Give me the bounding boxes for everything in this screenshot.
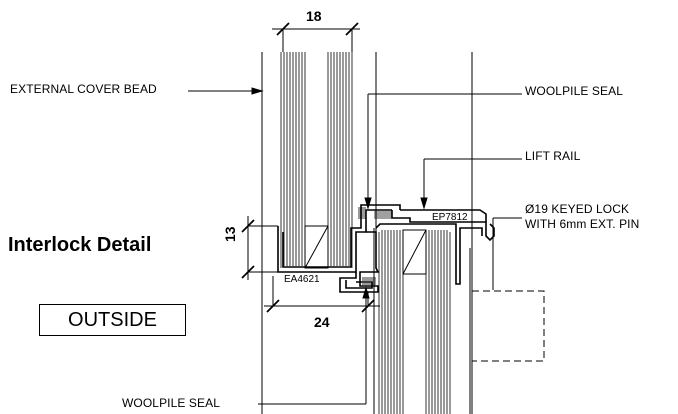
dimension-label-top: 18 bbox=[306, 8, 322, 24]
leader-lift-rail bbox=[420, 158, 522, 210]
leader-external-cover-bead bbox=[188, 87, 264, 95]
sliding-sash-profile bbox=[375, 209, 495, 285]
leader-keyed-lock bbox=[492, 217, 522, 290]
dimension-bottom-24 bbox=[264, 276, 380, 313]
woolpile-seal-top-brush bbox=[358, 207, 392, 219]
dimension-label-bottom: 24 bbox=[314, 314, 330, 330]
sliding-spacer-box bbox=[402, 229, 427, 275]
dimension-label-side: 13 bbox=[222, 226, 238, 242]
label-keyed-lock-line2: WITH 6mm EXT. PIN bbox=[525, 217, 640, 231]
keyed-lock-dashed-box bbox=[471, 290, 545, 362]
sliding-glass-left bbox=[378, 230, 404, 414]
fixed-glass-left bbox=[280, 52, 306, 268]
sliding-glass-right bbox=[425, 230, 451, 414]
label-keyed-lock-line1: Ø19 KEYED LOCK bbox=[525, 202, 630, 216]
part-code-left: EA4621 bbox=[284, 274, 320, 285]
label-woolpile-seal-top: WOOLPILE SEAL bbox=[525, 84, 624, 98]
label-external-cover-bead: EXTERNAL COVER BEAD bbox=[10, 82, 157, 96]
dimension-top-18 bbox=[272, 22, 360, 52]
leader-woolpile-seal-bottom bbox=[258, 286, 370, 405]
page-title: Interlock Detail bbox=[8, 234, 152, 256]
label-woolpile-seal-bottom: WOOLPILE SEAL bbox=[122, 396, 221, 410]
fixed-spacer-diagonal bbox=[304, 225, 329, 269]
leader-woolpile-seal-top bbox=[364, 93, 522, 210]
sliding-spacer-diagonal bbox=[402, 229, 427, 275]
part-code-right: EP7812 bbox=[432, 212, 468, 223]
label-lift-rail: LIFT RAIL bbox=[525, 149, 581, 163]
outside-label-box: OUTSIDE bbox=[39, 304, 186, 336]
woolpile-seal-bottom-brush bbox=[362, 277, 376, 287]
dimension-side-13 bbox=[241, 216, 278, 280]
fixed-glass-right bbox=[327, 52, 353, 268]
fixed-spacer-box bbox=[304, 225, 329, 269]
